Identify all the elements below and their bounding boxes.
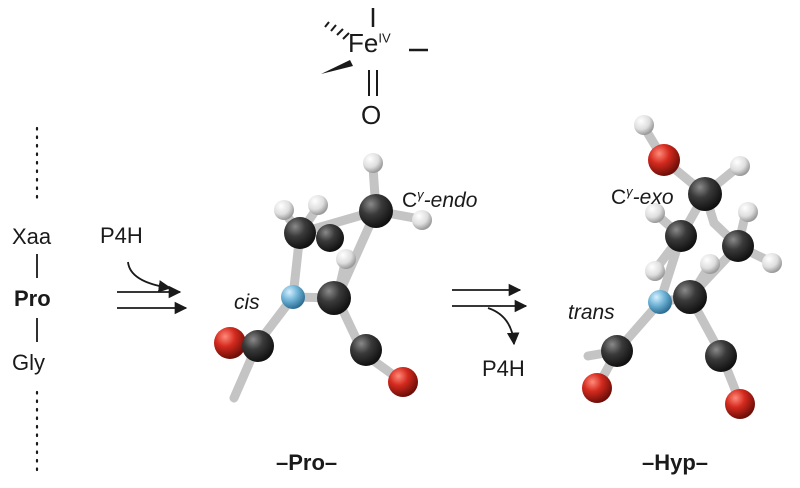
p4h-binding-curve — [127, 261, 172, 293]
pro-atom-n — [281, 285, 305, 309]
iron-ligand-hashed — [324, 21, 350, 40]
pro-atom-h — [274, 200, 294, 220]
pro-atom-c-beta — [284, 217, 316, 249]
pro-pucker-type: -endo — [423, 189, 478, 212]
pro-atom-h — [363, 153, 383, 173]
hyp-atom-c-delta — [722, 230, 754, 262]
hyp-atom-n — [648, 290, 672, 314]
pro-pucker-sup: γ — [417, 187, 424, 202]
iron-symbol: Fe — [348, 28, 379, 58]
iron-label: FeIV — [348, 30, 391, 56]
enzyme-label-left: P4H — [100, 223, 143, 248]
pro-atom-c-delta — [316, 224, 344, 252]
iron-oxo-complex — [321, 8, 428, 96]
pro-atom-o — [214, 327, 246, 359]
pro-pucker-label: Cγ-endo — [402, 188, 477, 211]
hyp-atom-h — [634, 115, 654, 135]
enzyme-label-right: P4H — [482, 356, 525, 381]
pro-atom-h — [412, 210, 432, 230]
pro-atom-o — [388, 367, 418, 397]
hyp-atom-o — [725, 389, 755, 419]
hyp-atom-h — [645, 261, 665, 281]
hyp-atom-c-carbonyl — [601, 335, 633, 367]
pro-caption: –Pro– — [276, 450, 338, 475]
hyp-atom-h — [645, 203, 665, 223]
pro-atoms — [214, 153, 432, 397]
hyp-pucker-label: Cγ-exo — [611, 185, 674, 208]
hyp-atom-c-alpha — [673, 280, 707, 314]
hyp-amide-label: trans — [568, 301, 615, 324]
hyp-caption: –Hyp– — [642, 450, 709, 475]
chain-residue-xaa: Xaa — [12, 224, 52, 249]
pro-pucker-atom: C — [402, 189, 418, 212]
iron-oxidation-state: IV — [378, 30, 391, 46]
hyp-atom-c-beta — [665, 220, 697, 252]
pro-atom-h — [308, 195, 328, 215]
hyp-molecular-model — [582, 115, 782, 419]
hyp-atom-h — [738, 202, 758, 222]
chain-residue-pro: Pro — [14, 286, 51, 311]
hyp-atom-o — [582, 373, 612, 403]
hyp-atom-h — [762, 253, 782, 273]
hyp-atoms — [582, 115, 782, 419]
hyp-atom-h — [730, 156, 750, 176]
hyp-pucker-type: -exo — [632, 186, 674, 209]
hyp-atom-h — [700, 254, 720, 274]
hyp-pucker-sup: γ — [626, 184, 633, 199]
equilibrium-arrows — [452, 283, 528, 346]
oxo-label: O — [361, 100, 382, 130]
iron-ligand-wedge — [321, 60, 353, 74]
pro-atom-c-alpha — [317, 281, 351, 315]
p4h-release-curve — [487, 307, 520, 346]
pro-atom-c-carbonyl — [350, 334, 382, 366]
pro-molecular-model — [214, 153, 432, 403]
hyp-atom-c-carbonyl — [705, 340, 737, 372]
hyp-atom-o-hydroxyl — [648, 144, 680, 176]
pro-atom-c-gamma — [359, 194, 393, 228]
hyp-atom-c-gamma — [688, 177, 722, 211]
pro-atom-c-carbonyl — [242, 330, 274, 362]
chain-residue-gly: Gly — [12, 350, 45, 375]
hyp-pucker-atom: C — [611, 186, 627, 209]
pro-atom-h — [336, 249, 356, 269]
hydroxylation-arrows — [117, 261, 188, 315]
pro-amide-label: cis — [234, 291, 260, 314]
